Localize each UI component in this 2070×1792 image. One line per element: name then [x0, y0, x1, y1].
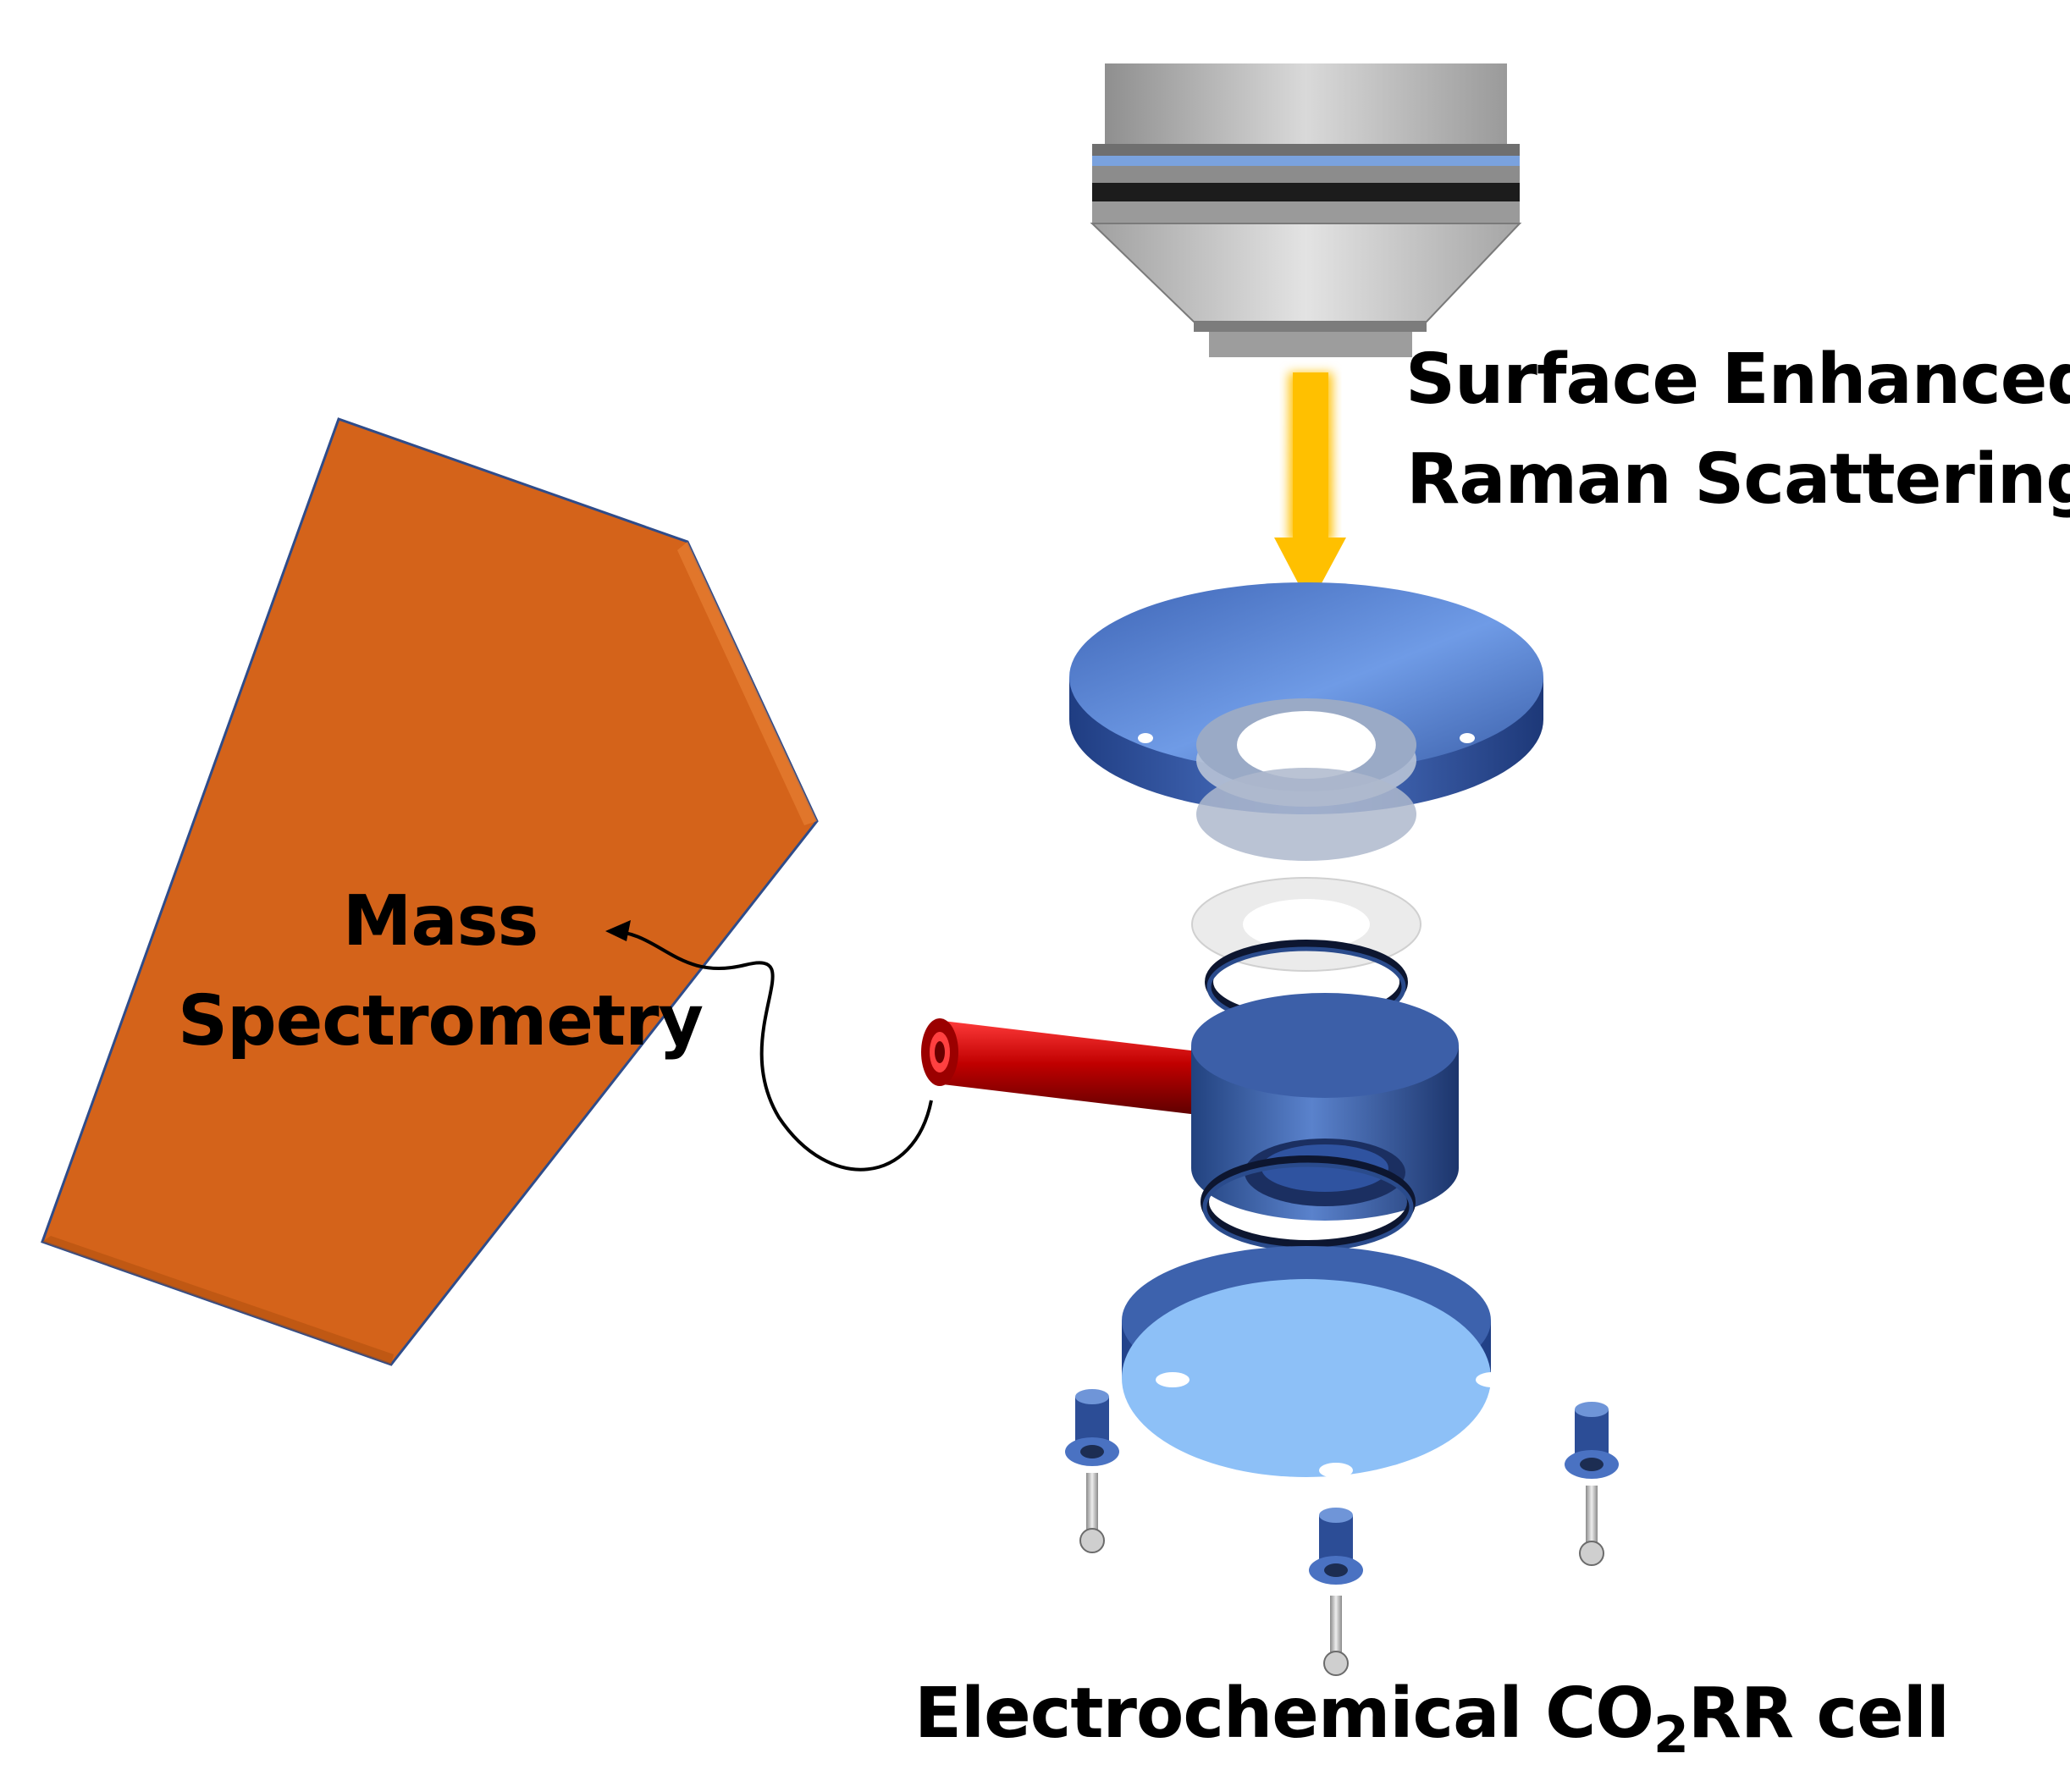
sers-label-line2: Raman Scattering — [1406, 439, 2070, 520]
ms-label-line2: Spectrometry — [177, 981, 704, 1061]
sers-label-line1: Surface Enhanced — [1405, 339, 2070, 420]
sers-label: Surface Enhanced Raman Scattering — [1405, 330, 2070, 530]
top-flange — [1069, 582, 1543, 861]
microscope-objective-icon — [1090, 63, 1522, 357]
outlet-tube-icon — [921, 1018, 1219, 1117]
screw-icon — [1065, 1389, 1119, 1553]
cell-label-prefix: Electrochemical CO — [914, 1673, 1654, 1754]
cell-label-subscript: 2 — [1653, 1706, 1689, 1765]
screw-icon — [1309, 1508, 1363, 1676]
exploded-cell-icon — [921, 582, 1619, 1676]
mass-spectrometry-label: Mass Spectrometry — [161, 872, 720, 1072]
cell-label-suffix: RR cell — [1687, 1673, 1950, 1754]
mass-spectrometer-icon — [41, 417, 819, 1366]
screw-icon — [1565, 1402, 1619, 1566]
capillary-arrow — [605, 920, 933, 1172]
ms-label-line1: Mass — [342, 881, 539, 962]
laser-arrow-icon — [1274, 372, 1346, 605]
base-plate — [1122, 1246, 1510, 1478]
cell-label: Electrochemical CO2RR cell — [914, 1672, 1950, 1778]
cell-body — [1191, 993, 1459, 1221]
